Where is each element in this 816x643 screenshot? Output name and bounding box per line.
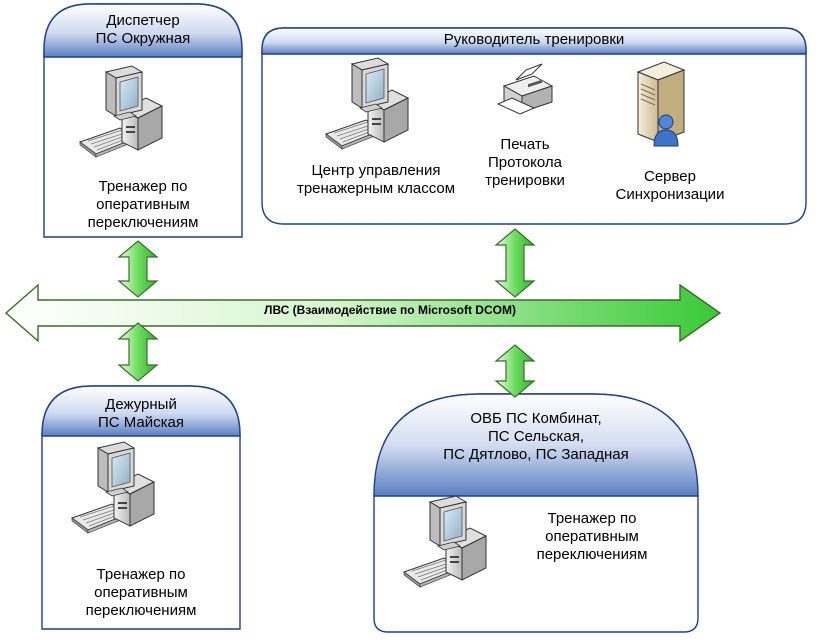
connector-okruzhnaya [117,240,159,298]
rukovoditel-header: Руководитель тренировки [443,31,625,48]
ovb-header: ОВБ ПС Комбинат, ПС Сельская, ПС Дятлово… [443,410,629,463]
box-mayskaya [41,385,241,630]
connector-rukovoditel [494,228,536,298]
connector-mayskaya [117,322,159,382]
okruzhnaya-caption: Тренажер по оперативным переключениям [87,178,199,231]
okruzhnaya-header: Диспетчер ПС Окружная [95,12,191,47]
lan-bus-arrow [4,283,722,343]
mayskaya-header: Дежурный ПС Майская [97,396,185,431]
print-label: Печать Протокола тренировки [485,136,565,189]
server-label: Сервер Синхронизации [615,168,725,203]
box-rukovoditel [261,27,807,225]
box-okruzhnaya [43,3,243,238]
ovb-caption: Тренажер по оперативным переключениям [536,510,648,563]
connector-ovb [494,344,536,398]
server-icon [637,61,685,147]
mayskaya-caption: Тренажер по оперативным переключениям [85,566,197,619]
center-label: Центр управления тренажерным классом [296,162,456,197]
lan-bus-label: ЛВС (Взаимодействие по Microsoft DCOM) [264,303,516,317]
box-ovb [373,393,699,633]
